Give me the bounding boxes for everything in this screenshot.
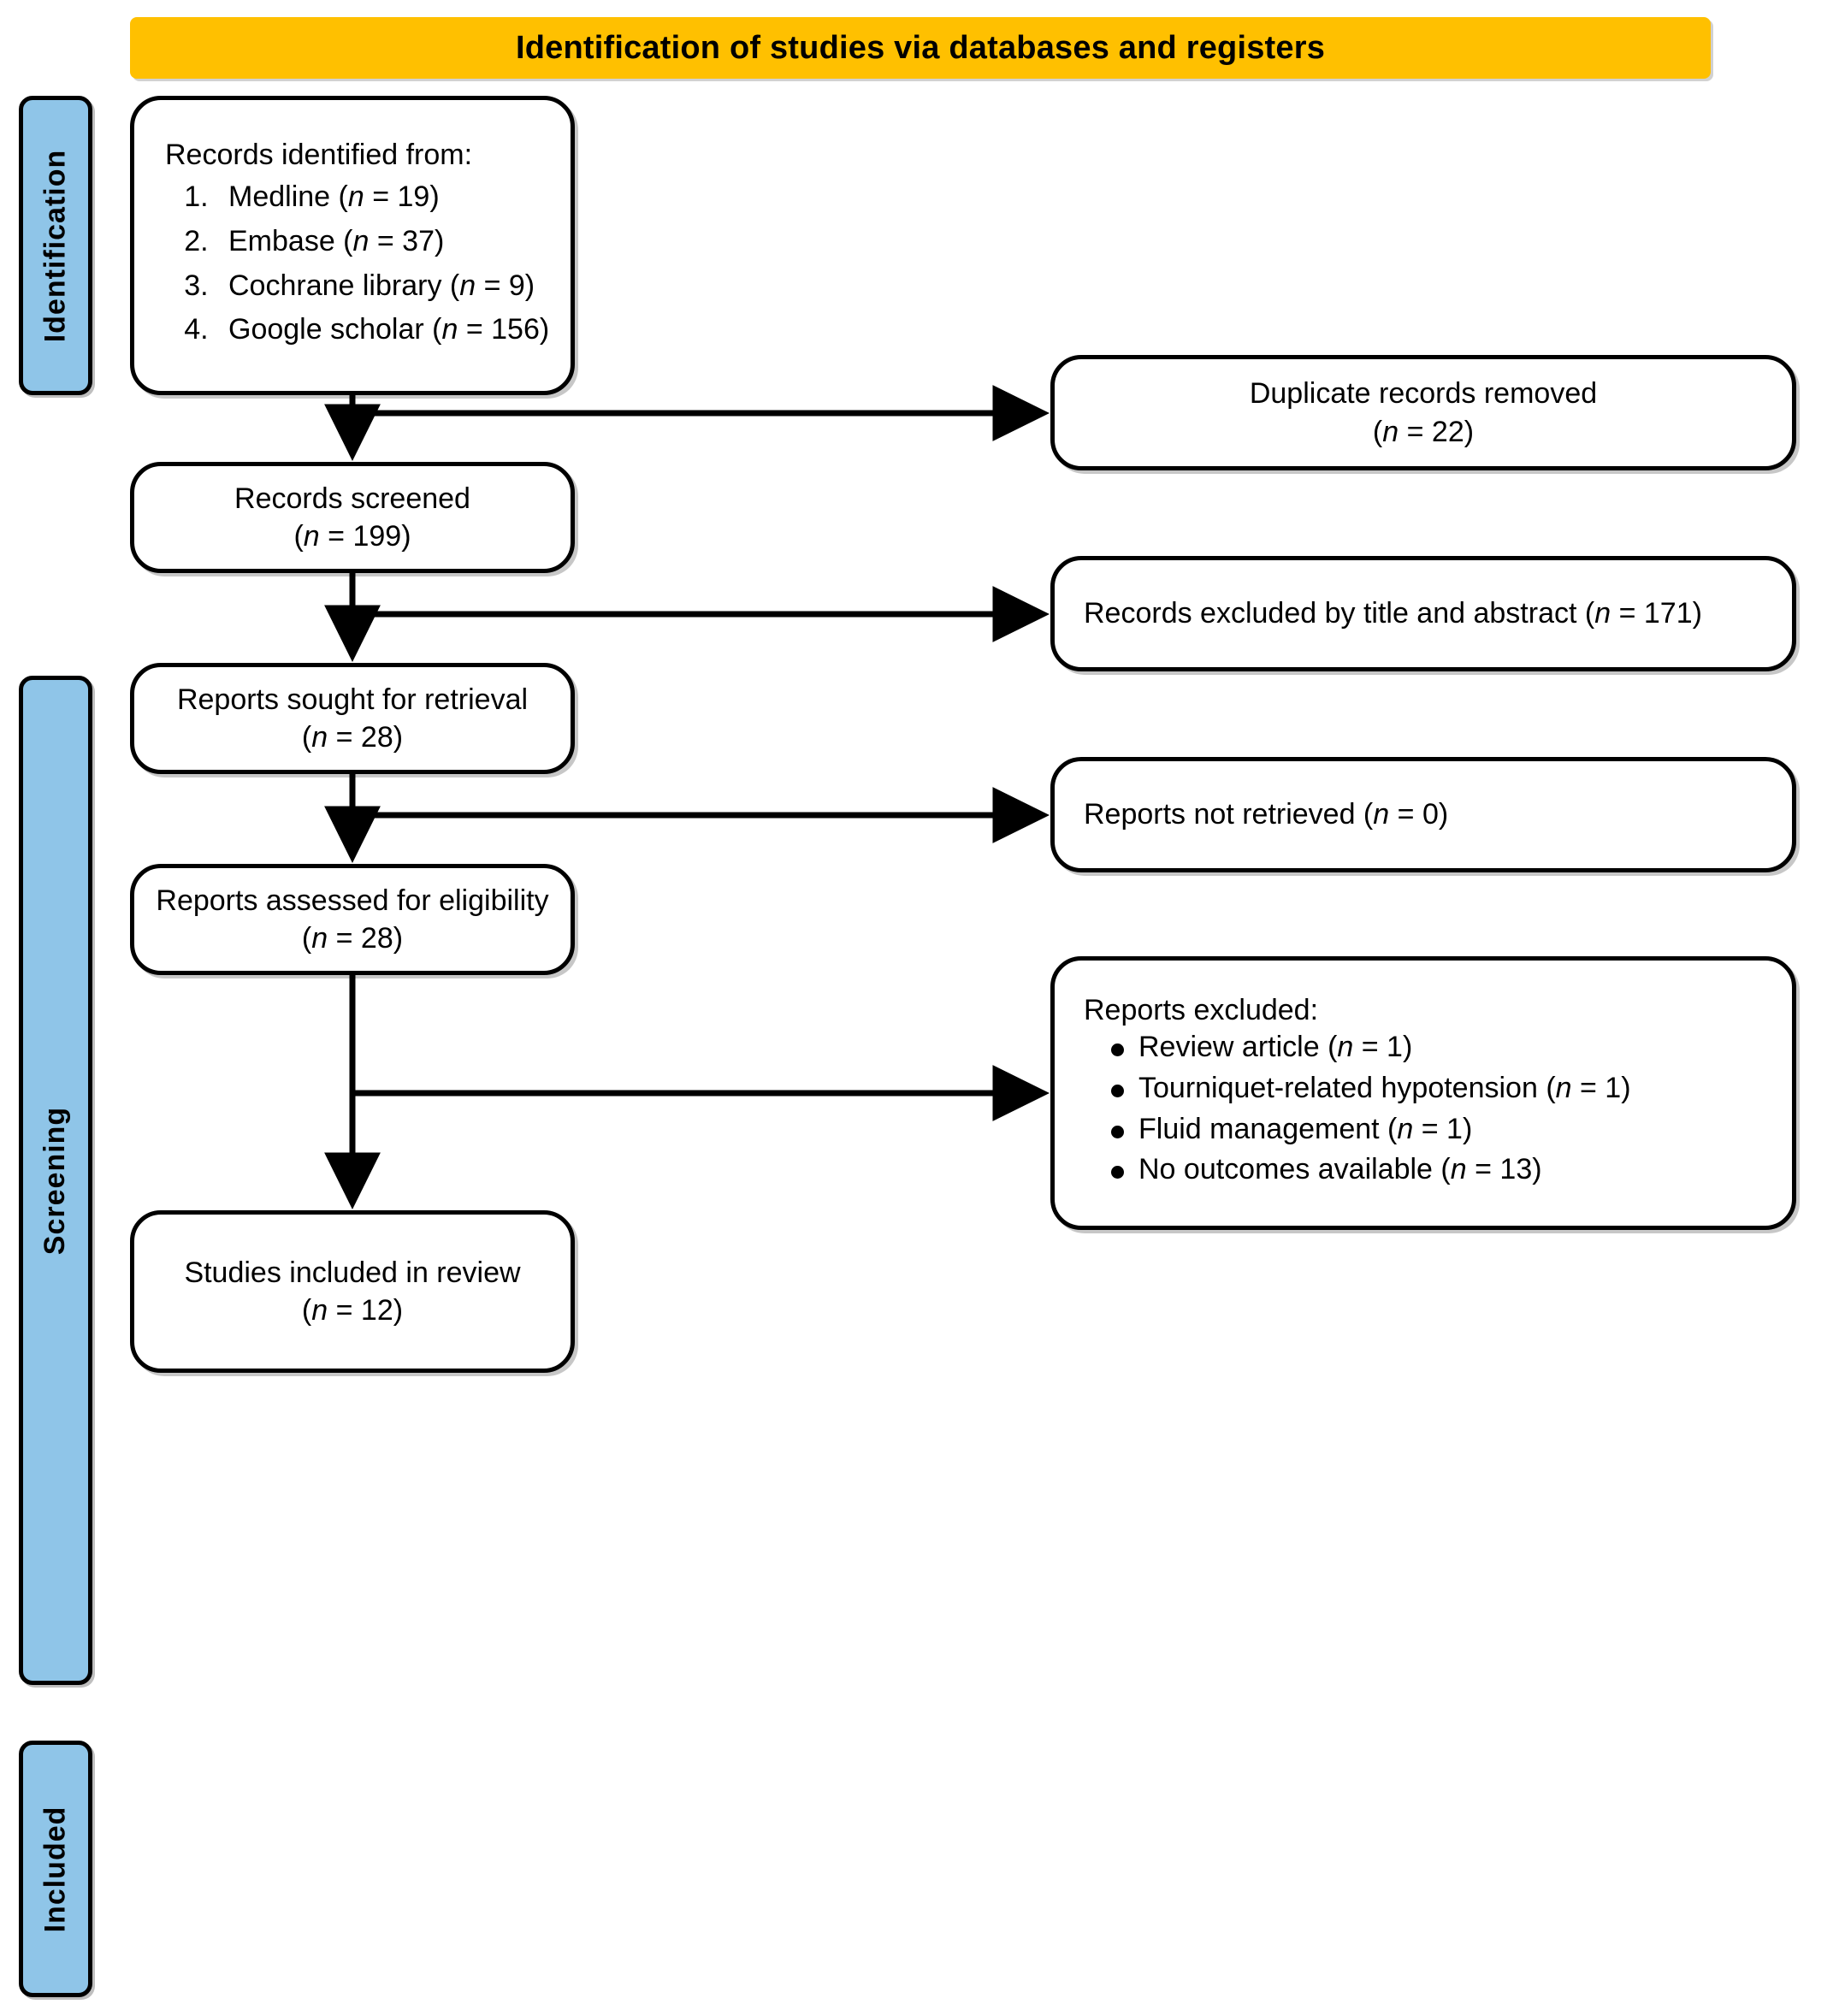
box-reports-sought-retrieval: Reports sought for retrieval (n = 28) <box>130 663 575 774</box>
reports-not-retrieved-count: 0 <box>1422 798 1439 831</box>
page-title: Identification of studies via databases … <box>515 29 1326 66</box>
reports-assessed-text: Reports assessed for eligibility (n = 28… <box>156 884 549 955</box>
reports-sought-count: 28 <box>360 721 393 754</box>
stage-label-identification: Identification <box>38 149 72 342</box>
duplicate-records-count: 22 <box>1431 415 1464 448</box>
list-item: Google scholar (n = 156) <box>216 308 571 352</box>
records-screened-text: Records screened (n = 199) <box>234 482 470 553</box>
box-reports-assessed-eligibility: Reports assessed for eligibility (n = 28… <box>130 864 575 975</box>
records-identified-source-list: Medline (n = 19) Embase (n = 37) Cochran… <box>134 175 571 352</box>
reports-assessed-line1: Reports assessed for eligibility <box>156 884 549 917</box>
reports-excluded-reason-list: Review article (n = 1) Tourniquet-relate… <box>1055 1029 1792 1191</box>
duplicate-records-line1: Duplicate records removed <box>1249 377 1598 411</box>
records-screened-line1: Records screened <box>234 482 470 515</box>
reports-sought-text: Reports sought for retrieval (n = 28) <box>176 683 529 754</box>
box-reports-excluded: Reports excluded: Review article (n = 1)… <box>1050 956 1796 1230</box>
duplicate-records-text: Duplicate records removed (n = 22) <box>1249 377 1598 448</box>
box-records-screened: Records screened (n = 199) <box>130 462 575 573</box>
box-reports-not-retrieved: Reports not retrieved (n = 0) <box>1050 757 1796 872</box>
studies-included-line1: Studies included in review <box>184 1256 521 1289</box>
stage-bar-screening: Screening <box>19 676 92 1685</box>
reports-sought-line1: Reports sought for retrieval <box>176 683 529 716</box>
list-item: Cochrane library (n = 9) <box>216 264 571 309</box>
stage-label-screening: Screening <box>38 1106 72 1255</box>
reports-excluded-heading: Reports excluded: <box>1084 994 1319 1027</box>
list-item: No outcomes available (n = 13) <box>1109 1151 1792 1189</box>
list-item: Tourniquet-related hypotension (n = 1) <box>1109 1070 1792 1108</box>
box-records-excluded-title-abstract: Records excluded by title and abstract (… <box>1050 556 1796 671</box>
reports-assessed-count: 28 <box>360 922 393 955</box>
list-item: Medline (n = 19) <box>216 175 571 220</box>
stage-bar-identification: Identification <box>19 96 92 395</box>
studies-included-text: Studies included in review (n = 12) <box>184 1256 521 1327</box>
reports-not-retrieved-text: Reports not retrieved (n = 0) <box>1084 798 1449 831</box>
studies-included-count: 12 <box>360 1294 393 1327</box>
stage-label-included: Included <box>38 1806 72 1932</box>
records-screened-count: 199 <box>352 520 402 553</box>
box-studies-included-review: Studies included in review (n = 12) <box>130 1210 575 1373</box>
list-item: Fluid management (n = 1) <box>1109 1111 1792 1149</box>
records-excluded-count: 171 <box>1643 597 1693 630</box>
diagram-header-banner: Identification of studies via databases … <box>130 17 1711 79</box>
box-duplicate-records-removed: Duplicate records removed (n = 22) <box>1050 355 1796 470</box>
records-excluded-text: Records excluded by title and abstract (… <box>1084 597 1702 630</box>
stage-bar-included: Included <box>19 1741 92 1997</box>
list-item: Embase (n = 37) <box>216 220 571 264</box>
box-records-identified: Records identified from: Medline (n = 19… <box>130 96 575 395</box>
records-identified-heading: Records identified from: <box>165 139 473 172</box>
list-item: Review article (n = 1) <box>1109 1029 1792 1067</box>
